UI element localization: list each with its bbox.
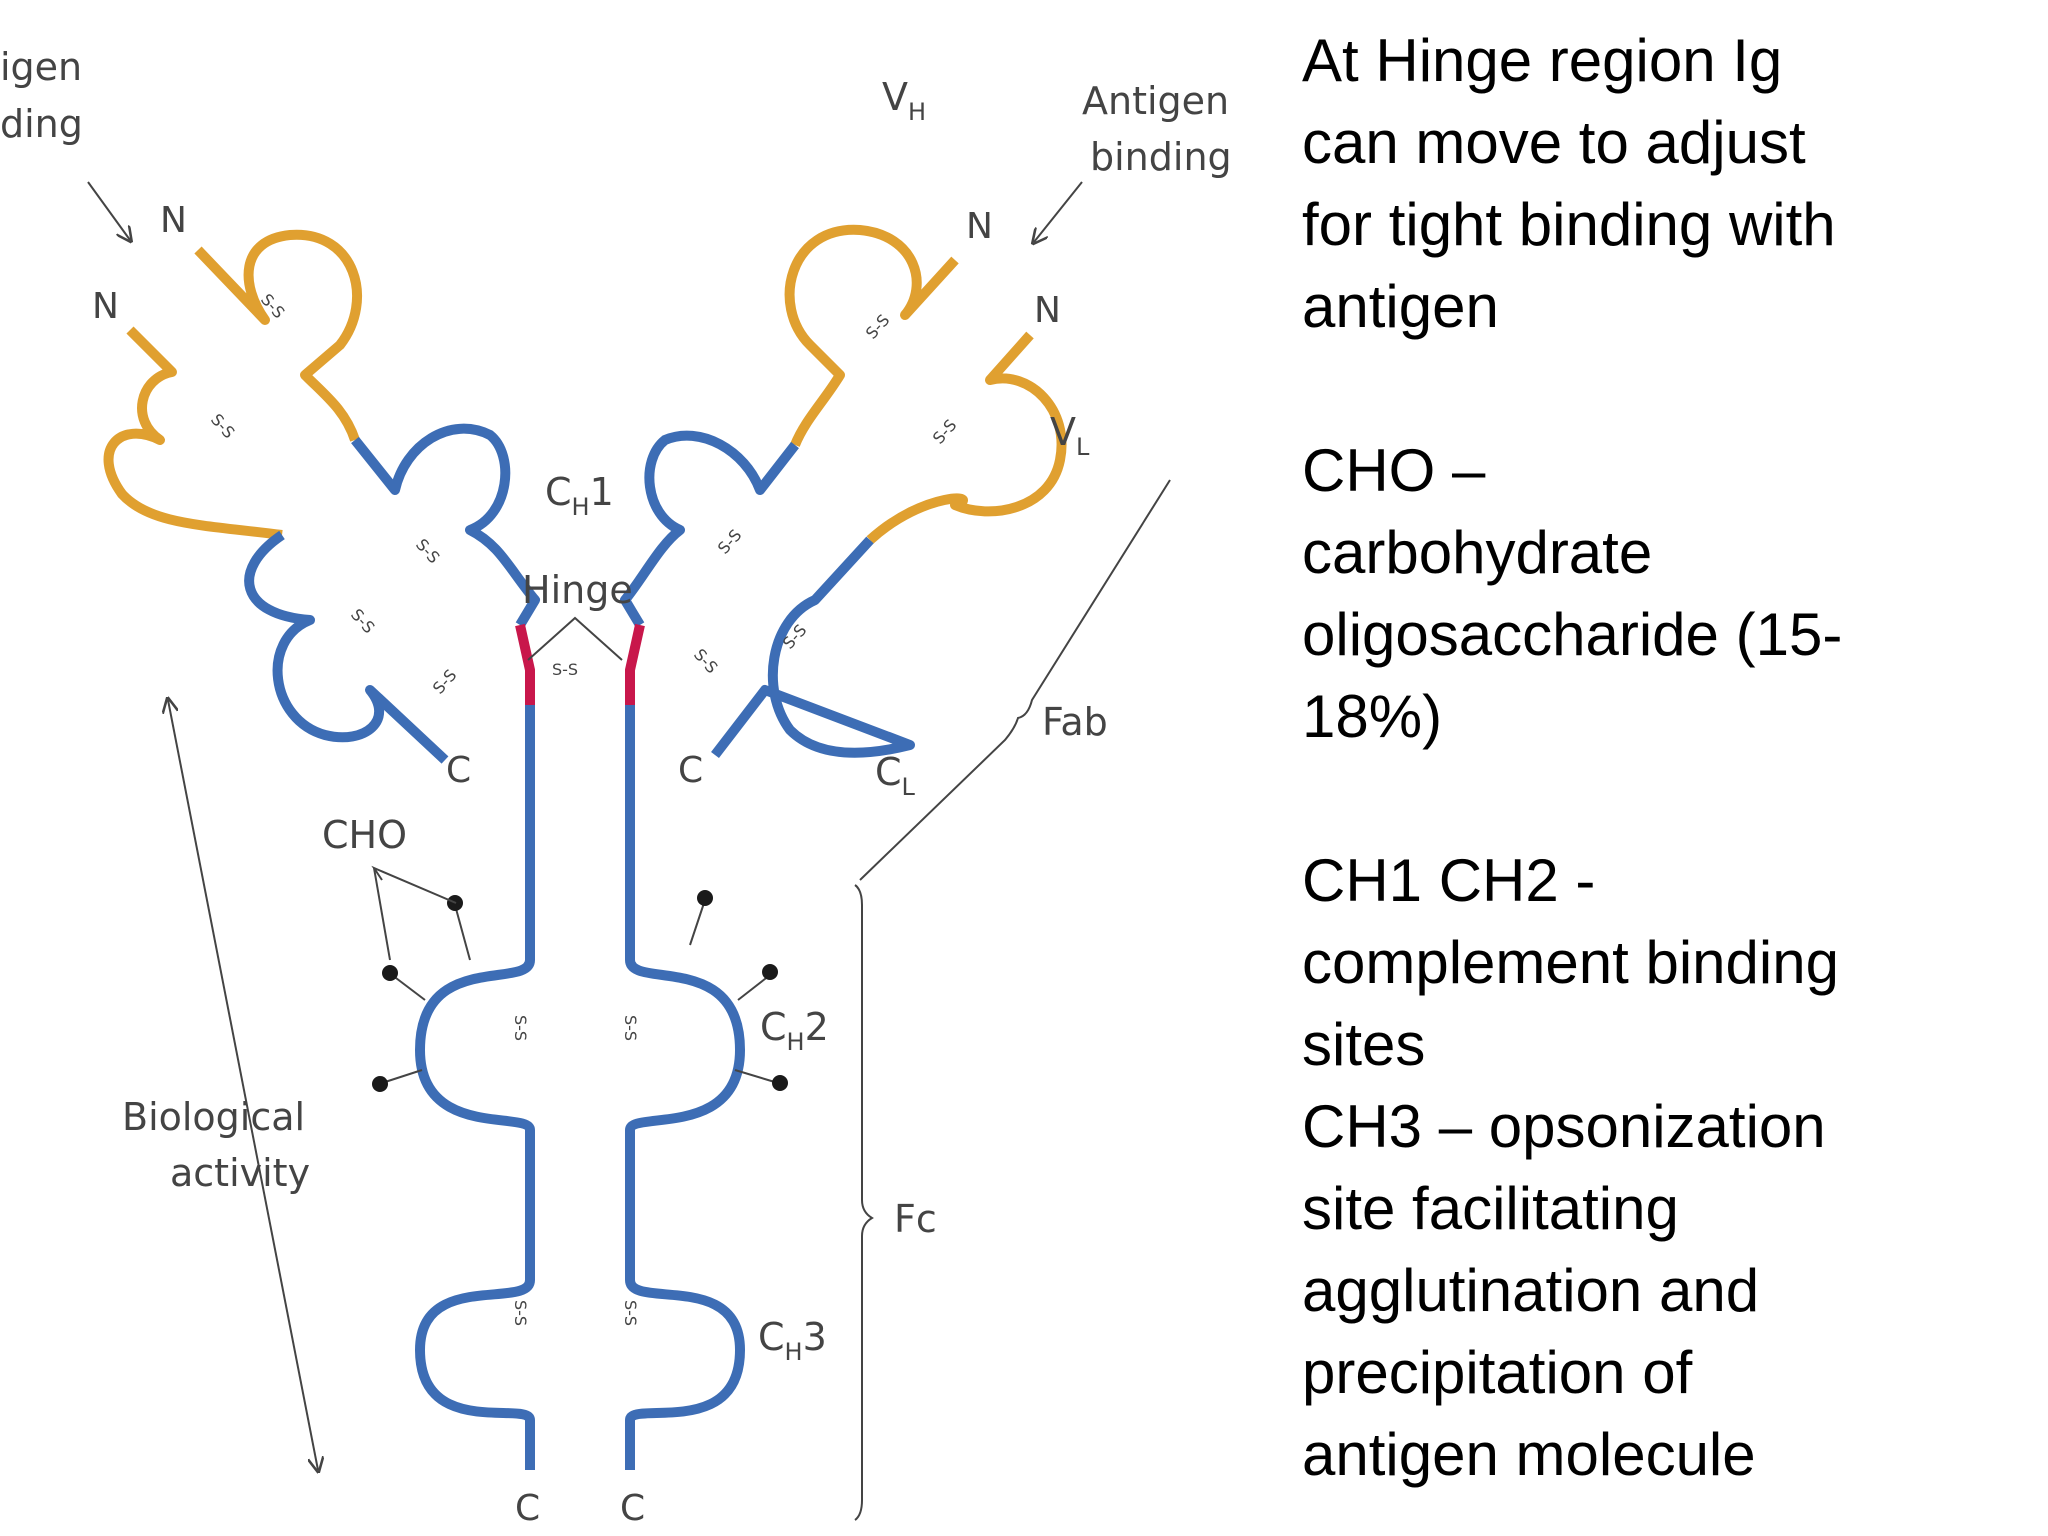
left-heavy-chain (194, 229, 540, 1470)
c-terminus-label: C (446, 750, 471, 791)
carbohydrate-chains (371, 865, 788, 1092)
hinge-pointer (527, 616, 623, 661)
right-vh-domain (784, 224, 959, 447)
ch3-note-line: antigen molecule (1302, 1421, 1756, 1488)
cho-label: CHO (322, 813, 407, 857)
disulfide-label: S-S (621, 1015, 640, 1041)
right-cl-domain (711, 536, 915, 759)
hinge-note-line: can move to adjust (1302, 109, 1806, 176)
fab-label: Fab (1042, 700, 1108, 744)
right-ch1-domain (620, 430, 799, 628)
notes-panel: At Hinge region Ig can move to adjust fo… (1302, 20, 2022, 1496)
c-terminus-label: C (620, 1488, 645, 1529)
carbohydrate-dot (372, 1076, 388, 1092)
n-terminus-label: N (92, 286, 119, 327)
left-light-chain (103, 326, 449, 764)
left-hinge-segment (515, 623, 535, 705)
c-terminus-label: C (678, 750, 703, 791)
biological-activity-arrow (168, 700, 318, 1470)
n-terminus-label: N (160, 200, 187, 241)
ch3-note-line: agglutination and (1302, 1257, 1760, 1324)
carbohydrate-dot (382, 965, 398, 981)
left-fc-domains (415, 705, 535, 1470)
right-heavy-chain (620, 224, 959, 1470)
disulfide-bonds: S-S S-S S-S S-S S-S S-S S-S S-S S-S S-S … (207, 290, 960, 1326)
biological-activity-label: Biological activity (122, 1095, 317, 1195)
disulfide-label: S-S (929, 416, 961, 448)
ch3-note-line: CH3 – opsonization (1302, 1093, 1826, 1160)
c-terminus-label: C (515, 1488, 540, 1529)
paragraph-spacer (1302, 758, 2022, 840)
right-hinge-segment (625, 623, 645, 705)
ch1-label: CH1 (545, 470, 614, 521)
disulfide-label: S-S (862, 311, 894, 343)
disulfide-label: S-S (412, 535, 444, 567)
left-ch1-domain (351, 423, 540, 628)
carbohydrate-dot (772, 1075, 788, 1091)
n-terminus-label: N (1034, 290, 1061, 331)
cho-note-line: 18%) (1302, 683, 1443, 750)
right-fc-domains (625, 705, 745, 1470)
cho-note-line: carbohydrate (1302, 519, 1653, 586)
antigen-binding-right-arrow (1034, 181, 1083, 242)
disulfide-label: S-S (429, 666, 461, 698)
antibody-structure-diagram: S-S S-S S-S S-S S-S S-S S-S S-S S-S S-S … (0, 45, 1241, 1529)
hinge-note-line: At Hinge region Ig (1302, 27, 1783, 94)
disulfide-label: S-S (552, 660, 578, 679)
vl-label: VL (1050, 410, 1090, 461)
right-light-chain (711, 331, 1067, 759)
ch2-label: CH2 (760, 1005, 829, 1056)
disulfide-label: S-S (511, 1015, 530, 1041)
carbohydrate-dot (762, 964, 778, 980)
right-vl-domain (866, 331, 1067, 544)
antigen-binding-right-label: Antigen binding (1082, 79, 1241, 179)
carbohydrate-dot (697, 890, 713, 906)
antigen-binding-left-arrow (87, 181, 130, 240)
antigen-binding-left-label: igen ding (0, 45, 94, 146)
ch1-ch2-note-line: sites (1302, 1011, 1426, 1078)
paragraph-spacer (1302, 348, 2022, 430)
cho-pointer (371, 865, 457, 904)
hinge-note-line: for tight binding with (1302, 191, 1836, 258)
fc-brace (854, 884, 874, 1521)
left-vl-domain (103, 326, 283, 540)
hinge-note-line: antigen (1302, 273, 1499, 340)
annotation-lines (87, 181, 1171, 1521)
ch1-ch2-note-line: complement binding (1302, 929, 1839, 996)
diagram-labels: igen ding Antigen binding VH VL CH1 Hing… (0, 45, 1241, 1529)
disulfide-label: S-S (511, 1300, 530, 1326)
left-cl-domain (244, 530, 449, 764)
n-terminus-label: N (966, 206, 993, 247)
hinge-label: Hinge (522, 568, 633, 612)
vh-label: VH (882, 75, 926, 126)
fab-brace (859, 479, 1171, 881)
left-vh-domain (194, 229, 362, 442)
ch3-label: CH3 (758, 1315, 827, 1366)
disulfide-label: S-S (621, 1300, 640, 1326)
disulfide-label: S-S (207, 410, 239, 442)
ch3-note-line: site facilitating (1302, 1175, 1679, 1242)
cl-label: CL (875, 750, 916, 801)
cho-note-line: oligosaccharide (15- (1302, 601, 1843, 668)
ch1-ch2-note-line: CH1 CH2 - (1302, 847, 1596, 914)
disulfide-label: S-S (347, 605, 379, 637)
ch3-note-line: precipitation of (1302, 1339, 1693, 1406)
disulfide-label: S-S (714, 526, 746, 558)
disulfide-label: S-S (690, 645, 722, 677)
fc-label: Fc (894, 1197, 937, 1241)
cho-note-line: CHO – (1302, 437, 1486, 504)
